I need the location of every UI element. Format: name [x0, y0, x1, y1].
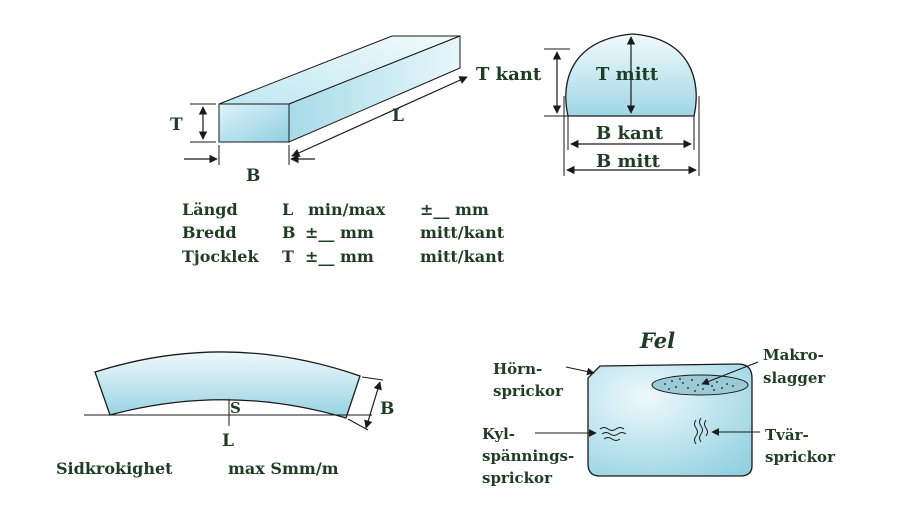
bar-label-l: L	[392, 106, 404, 126]
bar-3d: T B L	[170, 35, 468, 186]
macro-slag-dots	[664, 378, 734, 392]
defects-title: Fel	[639, 328, 675, 353]
bend-label-b: B	[380, 399, 394, 419]
bend-max-text: max Smm/m	[228, 459, 339, 478]
table-cell-symbol: T	[282, 247, 294, 266]
cross-section: T kant T mitt B kant B mitt	[476, 33, 700, 176]
label-macro-slag-2: slagger	[763, 369, 826, 387]
bar-label-t: T	[170, 115, 183, 135]
bend-title: Sidkrokighet	[56, 459, 173, 478]
table-cell-name: Bredd	[182, 223, 237, 242]
table-row: Längd L min/max ±__ mm	[182, 200, 489, 219]
table-cell-name: Längd	[182, 200, 238, 219]
transverse-crack-marks	[694, 417, 708, 445]
label-t-kant: T kant	[476, 64, 542, 85]
bend-b-ext-top	[361, 376, 384, 381]
label-t-mitt: T mitt	[596, 64, 659, 85]
table-cell-symbol: L	[282, 200, 293, 219]
label-corner-cracks-1: Hörn-	[493, 360, 542, 378]
table-cell-col2: mitt/kant	[420, 223, 505, 242]
bend-b-ext-bottom	[347, 418, 369, 431]
table-cell-col2: ±__ mm	[420, 200, 489, 219]
bar-l-arrow	[291, 76, 468, 157]
label-cooling-cracks-1: Kyl-	[482, 425, 515, 443]
table-row: Bredd B ±__ mm mitt/kant	[182, 223, 505, 242]
tolerance-table: Längd L min/max ±__ mm Bredd B ±__ mm mi…	[182, 200, 505, 266]
table-row: Tjocklek T ±__ mm mitt/kant	[182, 247, 505, 266]
label-cooling-cracks-3: sprickor	[482, 469, 553, 487]
bent-bar-shape	[94, 351, 361, 419]
table-cell-col1: min/max	[308, 200, 386, 219]
table-cell-symbol: B	[282, 223, 296, 242]
cooling-crack-marks	[599, 427, 627, 441]
macro-slag-ellipse	[651, 374, 749, 396]
table-cell-col1: ±__ mm	[305, 223, 374, 242]
label-macro-slag-1: Makro-	[763, 346, 824, 364]
bend-label-s: S	[230, 399, 241, 417]
table-cell-col1: ±__ mm	[305, 247, 374, 266]
bend-label-l: L	[222, 431, 234, 451]
label-cooling-cracks-2: spännings-	[482, 447, 574, 465]
label-b-mitt: B mitt	[596, 151, 661, 172]
defects-diagram: Fel Hörn- sprickor	[482, 328, 836, 487]
bar-front-face	[218, 103, 290, 143]
table-cell-name: Tjocklek	[182, 247, 259, 266]
label-transverse-cracks-1: Tvär-	[765, 426, 809, 444]
bar-label-b: B	[246, 166, 260, 186]
table-cell-col2: mitt/kant	[420, 247, 505, 266]
macro-slag-arrow	[701, 361, 759, 386]
bend-diagram: S L B Sidkrokighet max Smm/m	[56, 351, 394, 478]
label-b-kant: B kant	[596, 123, 664, 144]
label-transverse-cracks-2: sprickor	[765, 448, 836, 466]
bend-b-arrow	[364, 381, 382, 429]
corner-crack-arrow	[565, 366, 595, 376]
label-corner-cracks-2: sprickor	[493, 382, 564, 400]
